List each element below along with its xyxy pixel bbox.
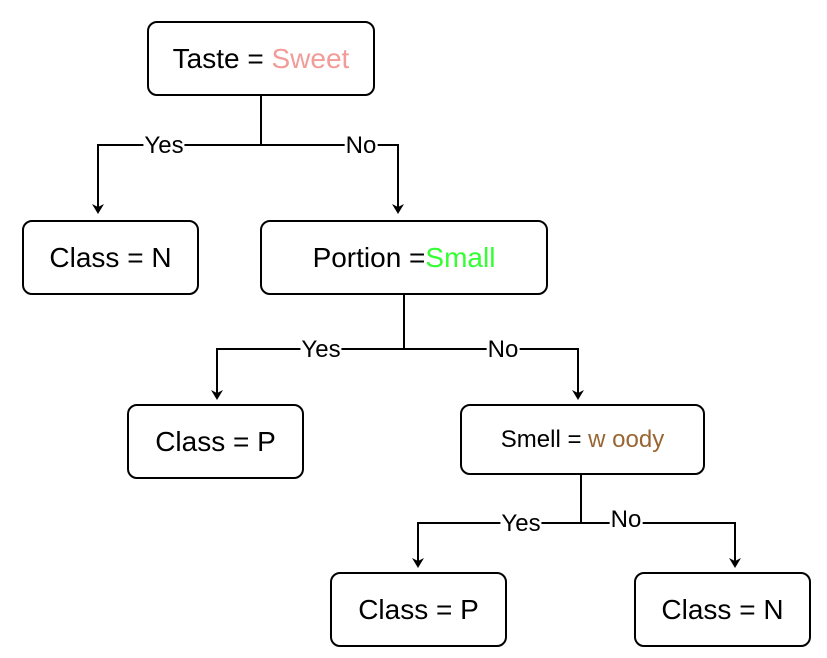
leaf-class-p-1: Class = P (127, 404, 304, 479)
node-taste-value: Sweet (271, 42, 350, 74)
edge-label-root-yes: Yes (143, 132, 185, 159)
leaf-class-n-2-text: Class = N (661, 593, 784, 625)
edge-smell-no (581, 522, 741, 568)
edge-label-portion-no: No (486, 336, 520, 363)
edge-label-smell-no: No (609, 506, 643, 533)
node-portion: Portion =Small (260, 220, 548, 295)
node-portion-value: Small (425, 241, 496, 273)
node-smell-prefix: Smell = (500, 425, 589, 453)
node-taste-prefix: Taste = (172, 42, 272, 74)
node-smell: Smell = w oody (460, 404, 705, 475)
leaf-class-n-1: Class = N (22, 220, 199, 295)
leaf-class-n-2: Class = N (634, 572, 811, 647)
edge-smell-yes (412, 474, 582, 568)
edge-label-root-no: No (344, 132, 378, 159)
edge-label-smell-yes: Yes (500, 510, 542, 537)
node-portion-prefix: Portion = (312, 241, 426, 273)
node-smell-value: w oody (588, 425, 665, 453)
leaf-class-p-2: Class = P (330, 572, 507, 647)
edge-label-portion-yes: Yes (300, 336, 342, 363)
leaf-class-p-1-text: Class = P (155, 425, 276, 457)
edge-portion-no (404, 348, 584, 400)
node-taste: Taste = Sweet (147, 21, 375, 96)
leaf-class-p-2-text: Class = P (358, 593, 479, 625)
leaf-class-n-1-text: Class = N (49, 241, 172, 273)
edge-root-no (261, 144, 404, 214)
